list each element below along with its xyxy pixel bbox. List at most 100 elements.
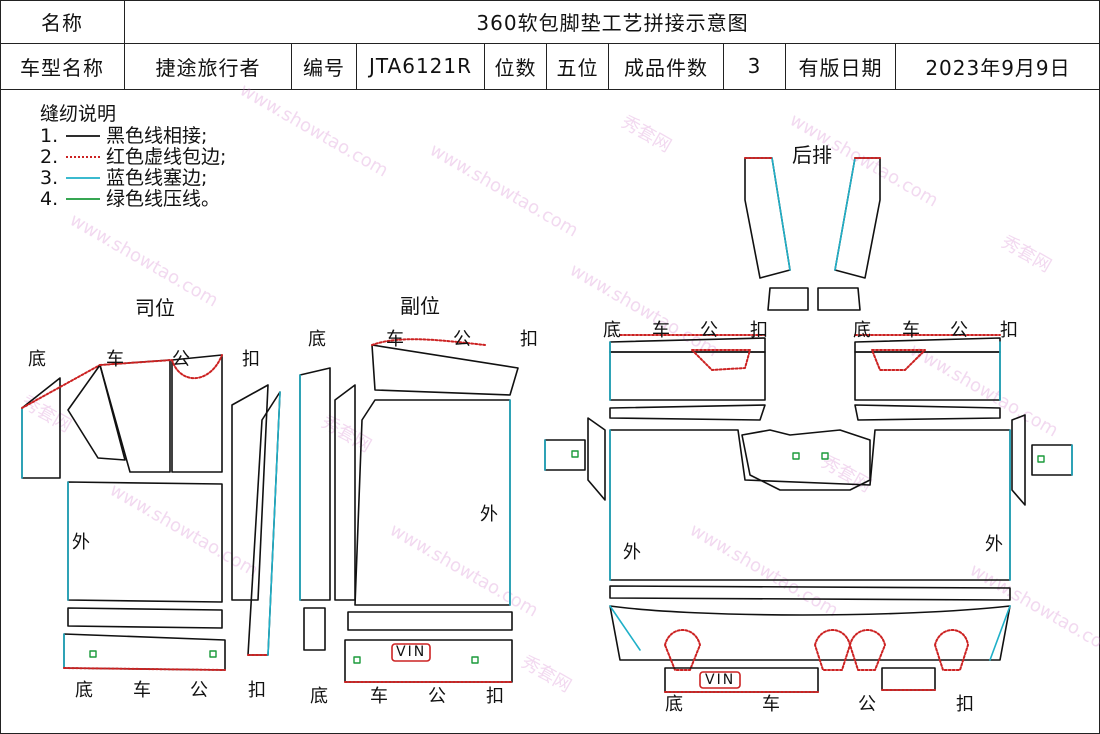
driver-piece-right-thin bbox=[247, 391, 281, 656]
driver-piece-center bbox=[67, 481, 223, 603]
label-gong: 公 bbox=[858, 694, 876, 715]
label-che: 车 bbox=[902, 320, 920, 341]
driver-piece-bottom-band bbox=[67, 607, 223, 629]
name-label: 名称 bbox=[0, 0, 125, 43]
code-label: 编号 bbox=[292, 43, 357, 89]
seats-value: 五位 bbox=[547, 43, 609, 89]
rear-right-thin-band bbox=[854, 404, 1001, 421]
label-gong: 公 bbox=[428, 686, 446, 707]
label-gong: 公 bbox=[453, 329, 471, 350]
date-label: 有版日期 bbox=[786, 43, 896, 89]
legend-item-1-text: 黑色线相接; bbox=[106, 125, 208, 147]
label-che: 车 bbox=[106, 349, 124, 370]
pieces-value: 3 bbox=[724, 43, 786, 89]
rear-left-block bbox=[609, 351, 766, 401]
passenger-piece-top-band bbox=[371, 344, 519, 396]
label-gong: 公 bbox=[172, 349, 190, 370]
passenger-piece-left-column bbox=[299, 367, 331, 601]
driver-piece-top-right bbox=[171, 354, 223, 473]
driver-piece-right-column bbox=[231, 384, 269, 601]
legend-item-2-num: 2. bbox=[40, 146, 59, 168]
label-kou: 扣 bbox=[750, 320, 768, 341]
label-wai: 外 bbox=[623, 542, 641, 563]
rear-floor-band bbox=[609, 585, 1011, 601]
rear-right-clip bbox=[871, 349, 926, 371]
label-di: 底 bbox=[308, 329, 326, 350]
driver-piece-left-strip-binding bbox=[21, 364, 101, 409]
rear-tunnel-base-right bbox=[817, 287, 861, 311]
rear-clip-green bbox=[571, 450, 579, 458]
driver-clip-green bbox=[89, 650, 97, 658]
label-che: 车 bbox=[762, 694, 780, 715]
passenger-piece-bottom-band bbox=[347, 611, 513, 631]
label-che: 车 bbox=[386, 329, 404, 350]
label-kou: 扣 bbox=[520, 329, 538, 350]
rear-bottom-left-heel bbox=[664, 667, 819, 693]
label-che: 车 bbox=[652, 320, 670, 341]
legend-item-4-text: 绿色线压线。 bbox=[106, 188, 221, 210]
seats-label: 位数 bbox=[485, 43, 547, 89]
header-row-title: 名称 360软包脚垫工艺拼接示意图 bbox=[0, 0, 1100, 44]
label-kou: 扣 bbox=[242, 349, 260, 370]
rear-tunnel-right bbox=[834, 157, 881, 279]
driver-piece-triangle bbox=[67, 364, 126, 461]
rear-left-thin-band bbox=[609, 404, 766, 421]
rear-hump-clip-green bbox=[792, 452, 800, 460]
passenger-piece-main bbox=[354, 399, 511, 606]
driver-piece-bottom-heel bbox=[63, 633, 226, 671]
driver-piece-top-main bbox=[99, 359, 171, 473]
driver-piece-right-thin-edge bbox=[267, 391, 281, 656]
driver-piece-left-strip bbox=[21, 377, 61, 479]
rear-bottom-right-heel bbox=[881, 667, 936, 691]
rear-left-clip bbox=[691, 349, 751, 371]
legend-item-2-text: 红色虚线包边; bbox=[106, 146, 227, 168]
label-che: 车 bbox=[370, 686, 388, 707]
rear-tunnel-right-edge bbox=[834, 157, 856, 271]
section-passenger: 副位 bbox=[400, 294, 440, 318]
section-rear: 后排 bbox=[792, 143, 832, 167]
passenger-piece-top-binding bbox=[371, 338, 486, 346]
date-value: 2023年9月9日 bbox=[925, 55, 1071, 80]
diagram-title: 360软包脚垫工艺拼接示意图 bbox=[476, 11, 749, 35]
rear-arch-right bbox=[1011, 414, 1026, 506]
passenger-vin-window bbox=[391, 643, 431, 662]
legend-title: 缝纫说明 bbox=[40, 103, 117, 125]
rear-floor-lower-edge bbox=[609, 605, 1011, 661]
rear-cutout-left bbox=[664, 629, 701, 671]
driver-mat bbox=[21, 354, 281, 671]
rear-tunnel-base-left bbox=[767, 287, 809, 311]
label-wai: 外 bbox=[72, 532, 90, 553]
pieces-label: 成品件数 bbox=[609, 43, 724, 89]
legend-item-3-num: 3. bbox=[40, 167, 59, 189]
label-wai: 外 bbox=[480, 504, 498, 525]
rear-tunnel-left bbox=[744, 157, 791, 279]
rear-cutout-mid-left bbox=[814, 629, 851, 671]
rear-center-hump bbox=[741, 429, 871, 491]
label-di: 底 bbox=[310, 686, 328, 707]
legend-item-3-text: 蓝色线塞边; bbox=[106, 167, 208, 189]
rear-floor-main bbox=[609, 429, 1011, 581]
passenger-piece-left-inner bbox=[334, 384, 356, 601]
code-value: JTA6121R bbox=[357, 43, 485, 89]
rear-vin-window bbox=[699, 671, 741, 689]
header-row-info: 车型名称 捷途旅行者 编号 JTA6121R 位数 五位 成品件数 3 有版日期… bbox=[0, 43, 1100, 90]
vin-label: VIN bbox=[705, 672, 736, 688]
label-kou: 扣 bbox=[486, 686, 504, 707]
label-di: 底 bbox=[603, 320, 621, 341]
label-kou: 扣 bbox=[1000, 320, 1018, 341]
driver-piece-top-binding bbox=[99, 354, 223, 380]
passenger-clip-green bbox=[353, 656, 361, 664]
rear-cutout-mid-right bbox=[849, 629, 886, 671]
label-di: 底 bbox=[75, 680, 93, 701]
passenger-clip-green bbox=[471, 656, 479, 664]
driver-piece-bottom-binding bbox=[63, 667, 226, 671]
label-kou: 扣 bbox=[956, 694, 974, 715]
label-wai: 外 bbox=[985, 534, 1003, 555]
rear-arch-left bbox=[587, 417, 606, 501]
rear-cutout-right bbox=[934, 629, 969, 671]
label-kou: 扣 bbox=[248, 680, 266, 701]
label-di: 底 bbox=[853, 320, 871, 341]
